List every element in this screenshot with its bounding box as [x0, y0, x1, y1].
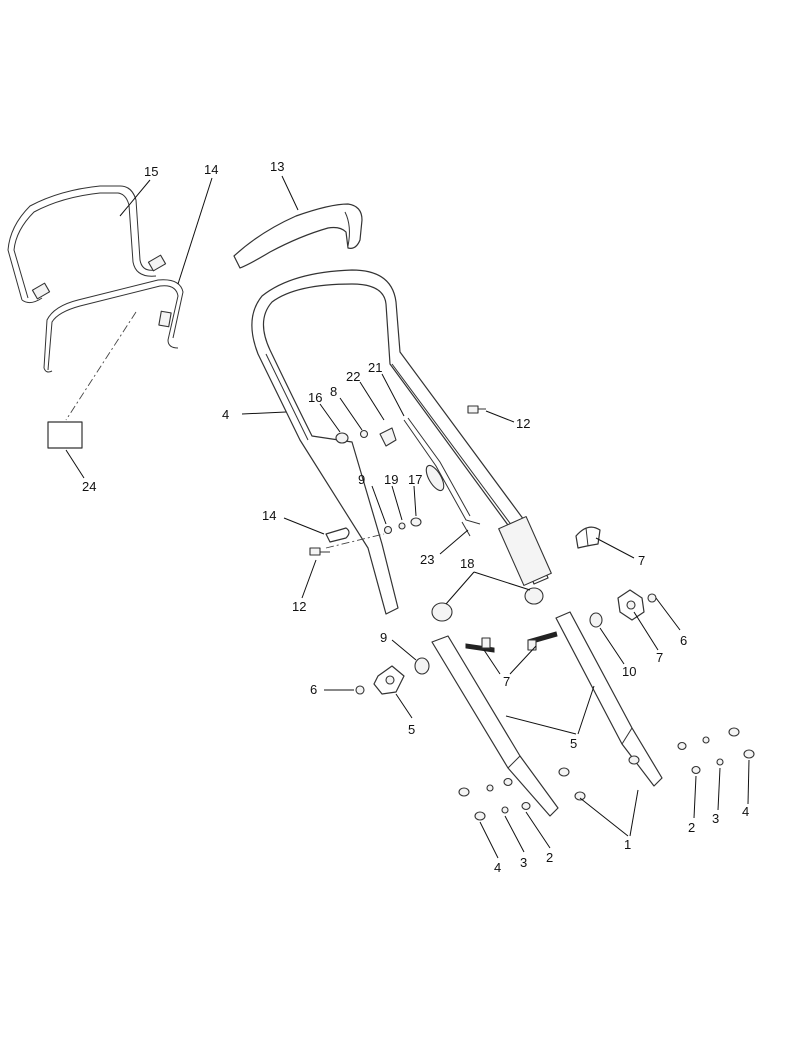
callout-label: 6 [310, 682, 317, 697]
callout-label: 4 [222, 407, 229, 422]
nut-6-left [355, 685, 365, 695]
spacer-9-left [414, 657, 430, 675]
cap-17-right [524, 587, 544, 605]
foam-grip-20 [233, 203, 363, 269]
bolt-8-left [465, 637, 495, 653]
callout-label: 21 [368, 360, 382, 375]
knob-7-right [617, 589, 645, 621]
callout-label: 14 [262, 508, 276, 523]
callout-label: 1 [624, 837, 631, 852]
lower-handle-5-right [555, 611, 663, 787]
bolt-8-right [527, 631, 558, 651]
callout-label: 7 [638, 553, 645, 568]
assembly-line-clip [325, 533, 385, 549]
leader-lines [65, 175, 750, 859]
callout-label: 7 [503, 674, 510, 689]
callout-label: 4 [494, 860, 501, 875]
bolt-12-lower [309, 547, 330, 556]
bail-bar-21 [43, 279, 184, 373]
callout-label: 3 [520, 855, 527, 870]
callout-label: 14 [204, 162, 218, 177]
callout-label: 12 [516, 416, 530, 431]
knob-7-left [373, 665, 405, 695]
nut-6-right [647, 593, 657, 603]
callout-label: 8 [330, 384, 337, 399]
callout-label: 5 [570, 736, 577, 751]
hardware-cluster-lower-right [628, 727, 755, 775]
callout-label: 2 [688, 820, 695, 835]
callout-label: 24 [82, 479, 96, 494]
bracket-10 [575, 526, 601, 549]
callout-label: 7 [656, 650, 663, 665]
lower-handle-5-left [431, 635, 559, 817]
assembly-line-bail-decal [65, 311, 137, 421]
callout-label: 16 [308, 390, 322, 405]
cap-17-left [431, 602, 453, 622]
callout-label: 13 [270, 159, 284, 174]
callout-label: 15 [144, 164, 158, 179]
spacer-9-right [589, 612, 603, 628]
callout-label: 6 [680, 633, 687, 648]
callout-label: 9 [380, 630, 387, 645]
hardware-cluster-upper [335, 417, 481, 537]
callout-label: 22 [346, 369, 360, 384]
callout-label: 4 [742, 804, 749, 819]
callout-label: 2 [546, 850, 553, 865]
callout-label: 5 [408, 722, 415, 737]
decal-24 [47, 421, 83, 449]
callout-label: 17 [408, 472, 422, 487]
callout-label: 10 [622, 664, 636, 679]
callout-labels: 15 14 13 24 4 16 8 22 21 12 9 19 17 14 1… [82, 159, 749, 875]
callout-label: 18 [460, 556, 474, 571]
callout-label: 23 [420, 552, 434, 567]
upper-handle-11 [251, 269, 552, 615]
callout-label: 19 [384, 472, 398, 487]
callout-label: 12 [292, 599, 306, 614]
hardware-cluster-lower-left [458, 767, 586, 821]
bail-bar-23 [7, 185, 167, 304]
callout-label: 9 [358, 472, 365, 487]
clip-13 [325, 527, 350, 543]
bolt-12-upper [467, 405, 486, 414]
callout-label: 3 [712, 811, 719, 826]
